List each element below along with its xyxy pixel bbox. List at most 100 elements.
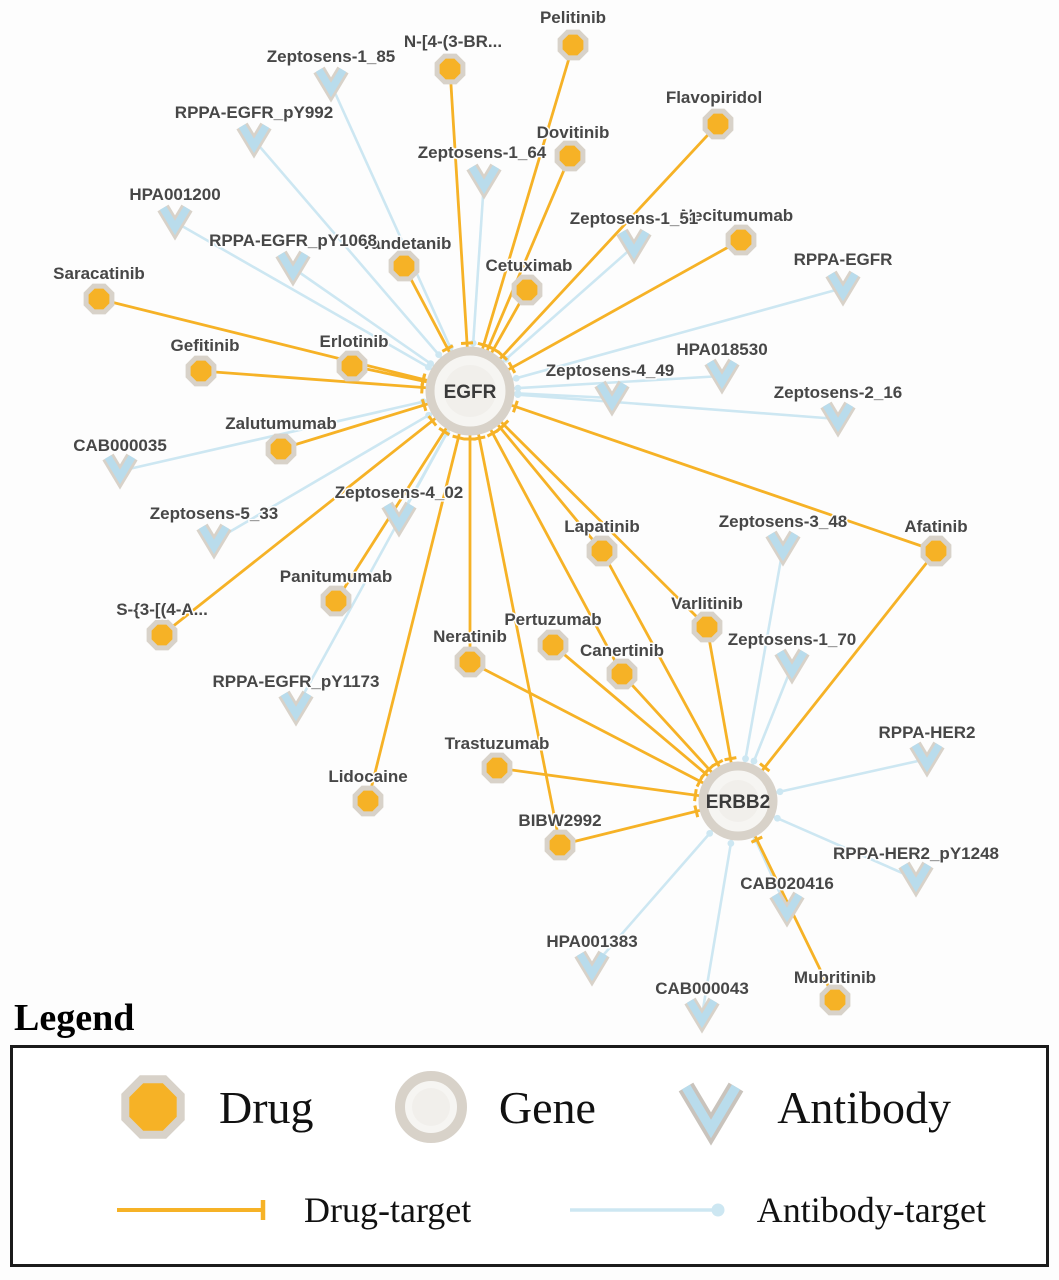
antibody-chevron-icon [238, 124, 270, 154]
edge-tee [693, 805, 700, 818]
drug-node-mubritinib [819, 984, 851, 1016]
gene-inner-circle [444, 365, 496, 417]
antibody-chevron-icon [576, 952, 608, 982]
antibody-chevron-icon [776, 650, 808, 680]
edge-dot [742, 755, 749, 763]
node-label-zep4_49: Zeptosens-4_49 [546, 361, 675, 380]
drug-octagon-icon [920, 535, 952, 567]
node-label-rppa_her2_py1248: RPPA-HER2_pY1248 [833, 844, 999, 863]
edge-tee [507, 361, 517, 374]
node-label-erbb2: ERBB2 [706, 792, 770, 813]
drug-octagon-icon [388, 250, 420, 282]
node-label-lidocaine: Lidocaine [328, 767, 407, 786]
antibody-chevron-icon [771, 893, 803, 923]
antibody-chevron-icon [159, 206, 191, 236]
legend-item-antibody-target: Antibody-target [566, 1189, 986, 1231]
edge-egfr-s3_4a [161, 389, 471, 637]
gene-icon [394, 1071, 467, 1144]
drug-octagon-icon [819, 984, 851, 1016]
node-label-necitumumab: Necitumumab [681, 206, 793, 225]
legend-antibody-label: Antibody [777, 1081, 951, 1133]
drug-node-necitumumab [725, 224, 757, 256]
drug-node-trastuzumab [481, 752, 513, 784]
edge-tee [473, 435, 486, 441]
drug-node-s3_4a [146, 619, 178, 651]
antibody-node-zep1_64 [466, 163, 502, 200]
antibody-chevron-icon [277, 252, 309, 282]
node-label-zep2_16: Zeptosens-2_16 [774, 383, 903, 402]
antibody-node-rppa_egfr_py1173 [278, 690, 314, 727]
drug-icon [121, 1075, 185, 1139]
antibody-node-cab000043 [684, 997, 720, 1034]
drug-node-neratinib [454, 646, 486, 678]
drug-node-bibw2992 [544, 829, 576, 861]
antibody-node-rppa_egfr [825, 270, 861, 307]
legend-gene-label: Gene [498, 1081, 596, 1133]
edge-egfr-canertinib [468, 390, 624, 675]
drug-octagon-icon [265, 433, 297, 465]
node-label-zep5_33: Zeptosens-5_33 [150, 504, 279, 523]
antibody-chevron-icon [911, 743, 943, 773]
antibody-target-edge-icon [569, 1203, 725, 1217]
drug-octagon-icon [537, 629, 569, 661]
antibody-node-hpa001383 [574, 950, 610, 987]
antibody-chevron-icon [618, 230, 650, 260]
antibody-node-zep5_33 [196, 523, 232, 560]
drug-octagon-icon [702, 108, 734, 140]
gene-node-erbb2 [698, 761, 778, 841]
node-label-dovitinib: Dovitinib [537, 123, 610, 142]
node-label-lapatinib: Lapatinib [564, 517, 640, 536]
node-label-pelitinib: Pelitinib [540, 8, 606, 27]
edge-dot [514, 384, 522, 392]
edge-egfr-flavopiridol [468, 123, 720, 392]
node-label-cab020416: CAB020416 [740, 874, 834, 893]
drug-node-flavopiridol [702, 108, 734, 140]
drug-node-varlitinib [691, 611, 723, 643]
legend-edge-row: Drug-target Antibody-target [13, 1166, 1046, 1264]
label-layer: EGFRERBB2PelitinibN-[4-(3-BR...Flavopiri… [52, 7, 1001, 1000]
legend-item-antibody: Antibody [671, 1067, 951, 1147]
edge-erbb2-neratinib [469, 660, 739, 803]
antibody-node-zep2_16 [820, 401, 856, 438]
drug-node-erlotinib [336, 350, 368, 382]
edge-dot [750, 757, 758, 765]
drug-node-n4_3br [434, 53, 466, 85]
antibody-node-rppa_her2 [909, 741, 945, 778]
node-label-s3_4a: S-{3-[(4-A... [116, 600, 208, 619]
edge-tee [427, 415, 438, 427]
antibody-chevron-icon [383, 503, 415, 533]
antibody-node-zep4_02 [381, 501, 417, 538]
antibody-chevron-icon [280, 692, 312, 722]
legend-drug-target-label: Drug-target [304, 1190, 472, 1231]
node-label-hpa001200: HPA001200 [129, 185, 220, 204]
edge-dot [512, 374, 520, 382]
drug-octagon-icon [481, 752, 513, 784]
legend-box: Drug Gene Antibody [10, 1045, 1049, 1267]
drug-octagon-icon [691, 611, 723, 643]
edge-egfr-hpa001200 [174, 220, 471, 393]
drug-octagon-icon [320, 585, 352, 617]
antibody-node-rppa_egfr_py1068 [275, 250, 311, 287]
antibody-node-hpa001200 [157, 204, 193, 241]
drug-node-zalutumumab [265, 433, 297, 465]
node-label-cab000043: CAB000043 [655, 979, 749, 998]
node-label-hpa018530: HPA018530 [676, 340, 767, 359]
drug-node-panitumumab [320, 585, 352, 617]
edge-egfr-lidocaine [366, 390, 472, 802]
edge-egfr-zep1_85 [329, 83, 472, 392]
edge-tee [420, 398, 428, 412]
antibody-chevron-icon [104, 455, 136, 485]
antibody-icon [678, 1082, 744, 1146]
edge-dot [727, 840, 735, 847]
node-label-zalutumumab: Zalutumumab [225, 414, 336, 433]
antibody-node-zep1_85 [313, 66, 349, 103]
drug-octagon-icon [511, 274, 543, 306]
gene-inner-circle [717, 780, 759, 822]
antibody-chevron-icon [315, 68, 347, 98]
edge-tee [693, 789, 698, 802]
legend-item-gene: Gene [389, 1065, 596, 1149]
node-label-saracatinib: Saracatinib [53, 264, 145, 283]
drug-target-edge-icon [117, 1200, 266, 1221]
node-label-zep1_85: Zeptosens-1_85 [267, 47, 396, 66]
node-label-vandetanib: Vandetanib [361, 234, 452, 253]
